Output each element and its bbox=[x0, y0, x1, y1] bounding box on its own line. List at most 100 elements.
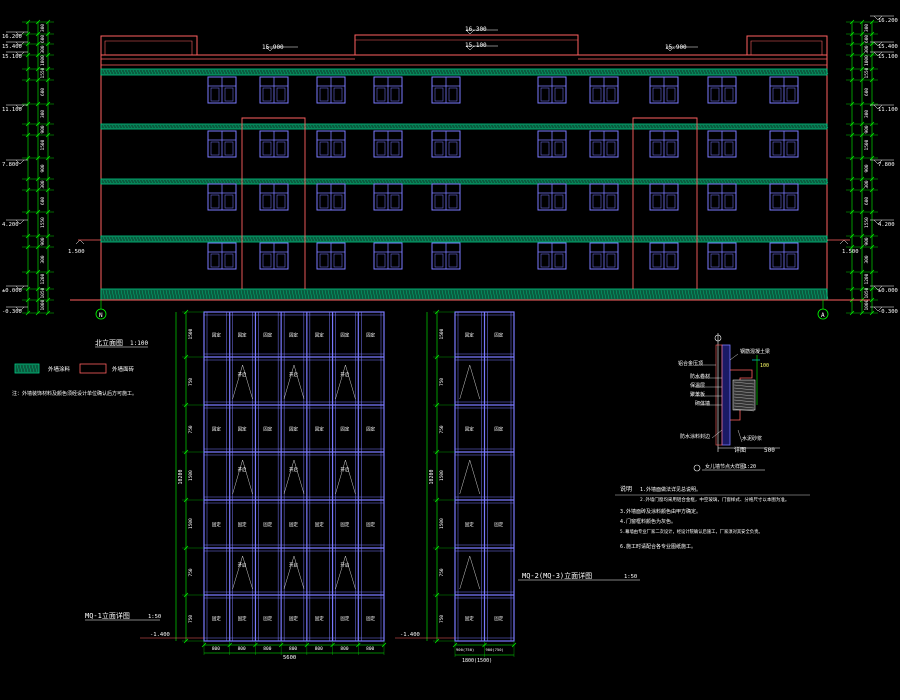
band-hatch bbox=[819, 236, 823, 242]
band-hatch bbox=[408, 236, 412, 242]
band-hatch bbox=[771, 179, 775, 184]
band-hatch bbox=[714, 236, 718, 242]
band-hatch bbox=[204, 69, 208, 75]
axis-label-right: A bbox=[821, 312, 825, 319]
band-hatch bbox=[654, 179, 658, 184]
band-hatch bbox=[381, 124, 385, 129]
band-hatch bbox=[351, 236, 355, 242]
band-hatch bbox=[357, 236, 361, 242]
band-hatch bbox=[573, 179, 577, 184]
band-hatch bbox=[669, 69, 673, 75]
band-hatch bbox=[507, 124, 511, 129]
band-hatch bbox=[213, 179, 217, 184]
band-hatch bbox=[282, 289, 286, 300]
band-hatch bbox=[279, 69, 283, 75]
band-hatch bbox=[759, 289, 763, 300]
band-hatch bbox=[600, 124, 604, 129]
band-hatch bbox=[816, 236, 820, 242]
band-hatch bbox=[285, 289, 289, 300]
band-hatch bbox=[186, 124, 190, 129]
band-hatch bbox=[393, 69, 397, 75]
window-sash bbox=[554, 194, 564, 209]
dim-text-right: 1200 bbox=[864, 273, 870, 284]
band-hatch bbox=[390, 289, 394, 300]
band-hatch bbox=[822, 289, 826, 300]
band-hatch bbox=[396, 289, 400, 300]
band-hatch bbox=[450, 289, 454, 300]
mq1-open-label: 开启 bbox=[340, 562, 349, 569]
detail-right-label-2: 100 bbox=[760, 363, 769, 369]
band-hatch bbox=[759, 69, 763, 75]
band-hatch bbox=[336, 236, 340, 242]
band-hatch bbox=[711, 69, 715, 75]
band-hatch bbox=[468, 179, 472, 184]
band-hatch bbox=[660, 289, 664, 300]
band-hatch bbox=[111, 289, 115, 300]
band-hatch bbox=[750, 69, 754, 75]
legend-hatch bbox=[34, 364, 38, 373]
window-sash bbox=[376, 141, 386, 156]
level-marker-right bbox=[873, 306, 883, 312]
band-hatch bbox=[303, 289, 307, 300]
band-hatch bbox=[144, 236, 148, 242]
window-sash bbox=[724, 87, 734, 102]
band-hatch bbox=[738, 289, 742, 300]
band-hatch bbox=[663, 289, 667, 300]
band-hatch bbox=[213, 289, 217, 300]
band-hatch bbox=[300, 236, 304, 242]
band-hatch bbox=[612, 289, 616, 300]
band-hatch bbox=[546, 289, 550, 300]
band-hatch bbox=[339, 124, 343, 129]
band-hatch bbox=[477, 69, 481, 75]
band-hatch bbox=[219, 124, 223, 129]
band-hatch bbox=[759, 124, 763, 129]
band-hatch bbox=[186, 289, 190, 300]
dim-text-left: 900 bbox=[40, 164, 46, 172]
dim-text-left: 1000 bbox=[40, 299, 46, 310]
band-hatch bbox=[819, 289, 823, 300]
band-hatch bbox=[111, 124, 115, 129]
band-hatch bbox=[447, 289, 451, 300]
band-hatch bbox=[798, 179, 802, 184]
band-hatch bbox=[165, 69, 169, 75]
parapet-detail bbox=[693, 333, 780, 472]
band-hatch bbox=[414, 289, 418, 300]
level-marker-left bbox=[15, 306, 25, 312]
window-sash bbox=[262, 87, 272, 102]
mq1-open-label: 开启 bbox=[340, 466, 349, 473]
band-hatch bbox=[729, 69, 733, 75]
band-hatch bbox=[237, 236, 241, 242]
band-hatch bbox=[189, 236, 193, 242]
mq2-title: MQ-2(MQ-3)立面详图 bbox=[522, 571, 592, 580]
band-hatch bbox=[558, 179, 562, 184]
window-sash bbox=[786, 87, 796, 102]
band-hatch bbox=[792, 179, 796, 184]
band-hatch bbox=[315, 124, 319, 129]
band-hatch bbox=[624, 179, 628, 184]
band-hatch bbox=[726, 179, 730, 184]
band-hatch bbox=[201, 179, 205, 184]
level-right-side-floor: 1.500 bbox=[842, 249, 859, 255]
band-hatch bbox=[528, 69, 532, 75]
band-hatch bbox=[132, 236, 136, 242]
detail-hatch bbox=[733, 405, 755, 409]
band-hatch bbox=[372, 236, 376, 242]
band-hatch bbox=[453, 124, 457, 129]
band-hatch bbox=[330, 179, 334, 184]
band-hatch bbox=[510, 69, 514, 75]
band-hatch bbox=[201, 124, 205, 129]
band-hatch bbox=[219, 289, 223, 300]
band-hatch bbox=[456, 179, 460, 184]
band-hatch bbox=[123, 289, 127, 300]
window-sash bbox=[666, 253, 676, 268]
band-hatch bbox=[204, 236, 208, 242]
band-hatch bbox=[816, 289, 820, 300]
band-hatch bbox=[663, 236, 667, 242]
band-hatch bbox=[645, 289, 649, 300]
band-hatch bbox=[549, 179, 553, 184]
band-hatch bbox=[699, 69, 703, 75]
notes-line-2: 2.外墙门窗均采用铝合金框，中空玻璃，门窗样式、分格尺寸以本图为准。 bbox=[640, 496, 789, 503]
band-hatch bbox=[603, 124, 607, 129]
band-hatch bbox=[714, 69, 718, 75]
band-hatch bbox=[636, 69, 640, 75]
